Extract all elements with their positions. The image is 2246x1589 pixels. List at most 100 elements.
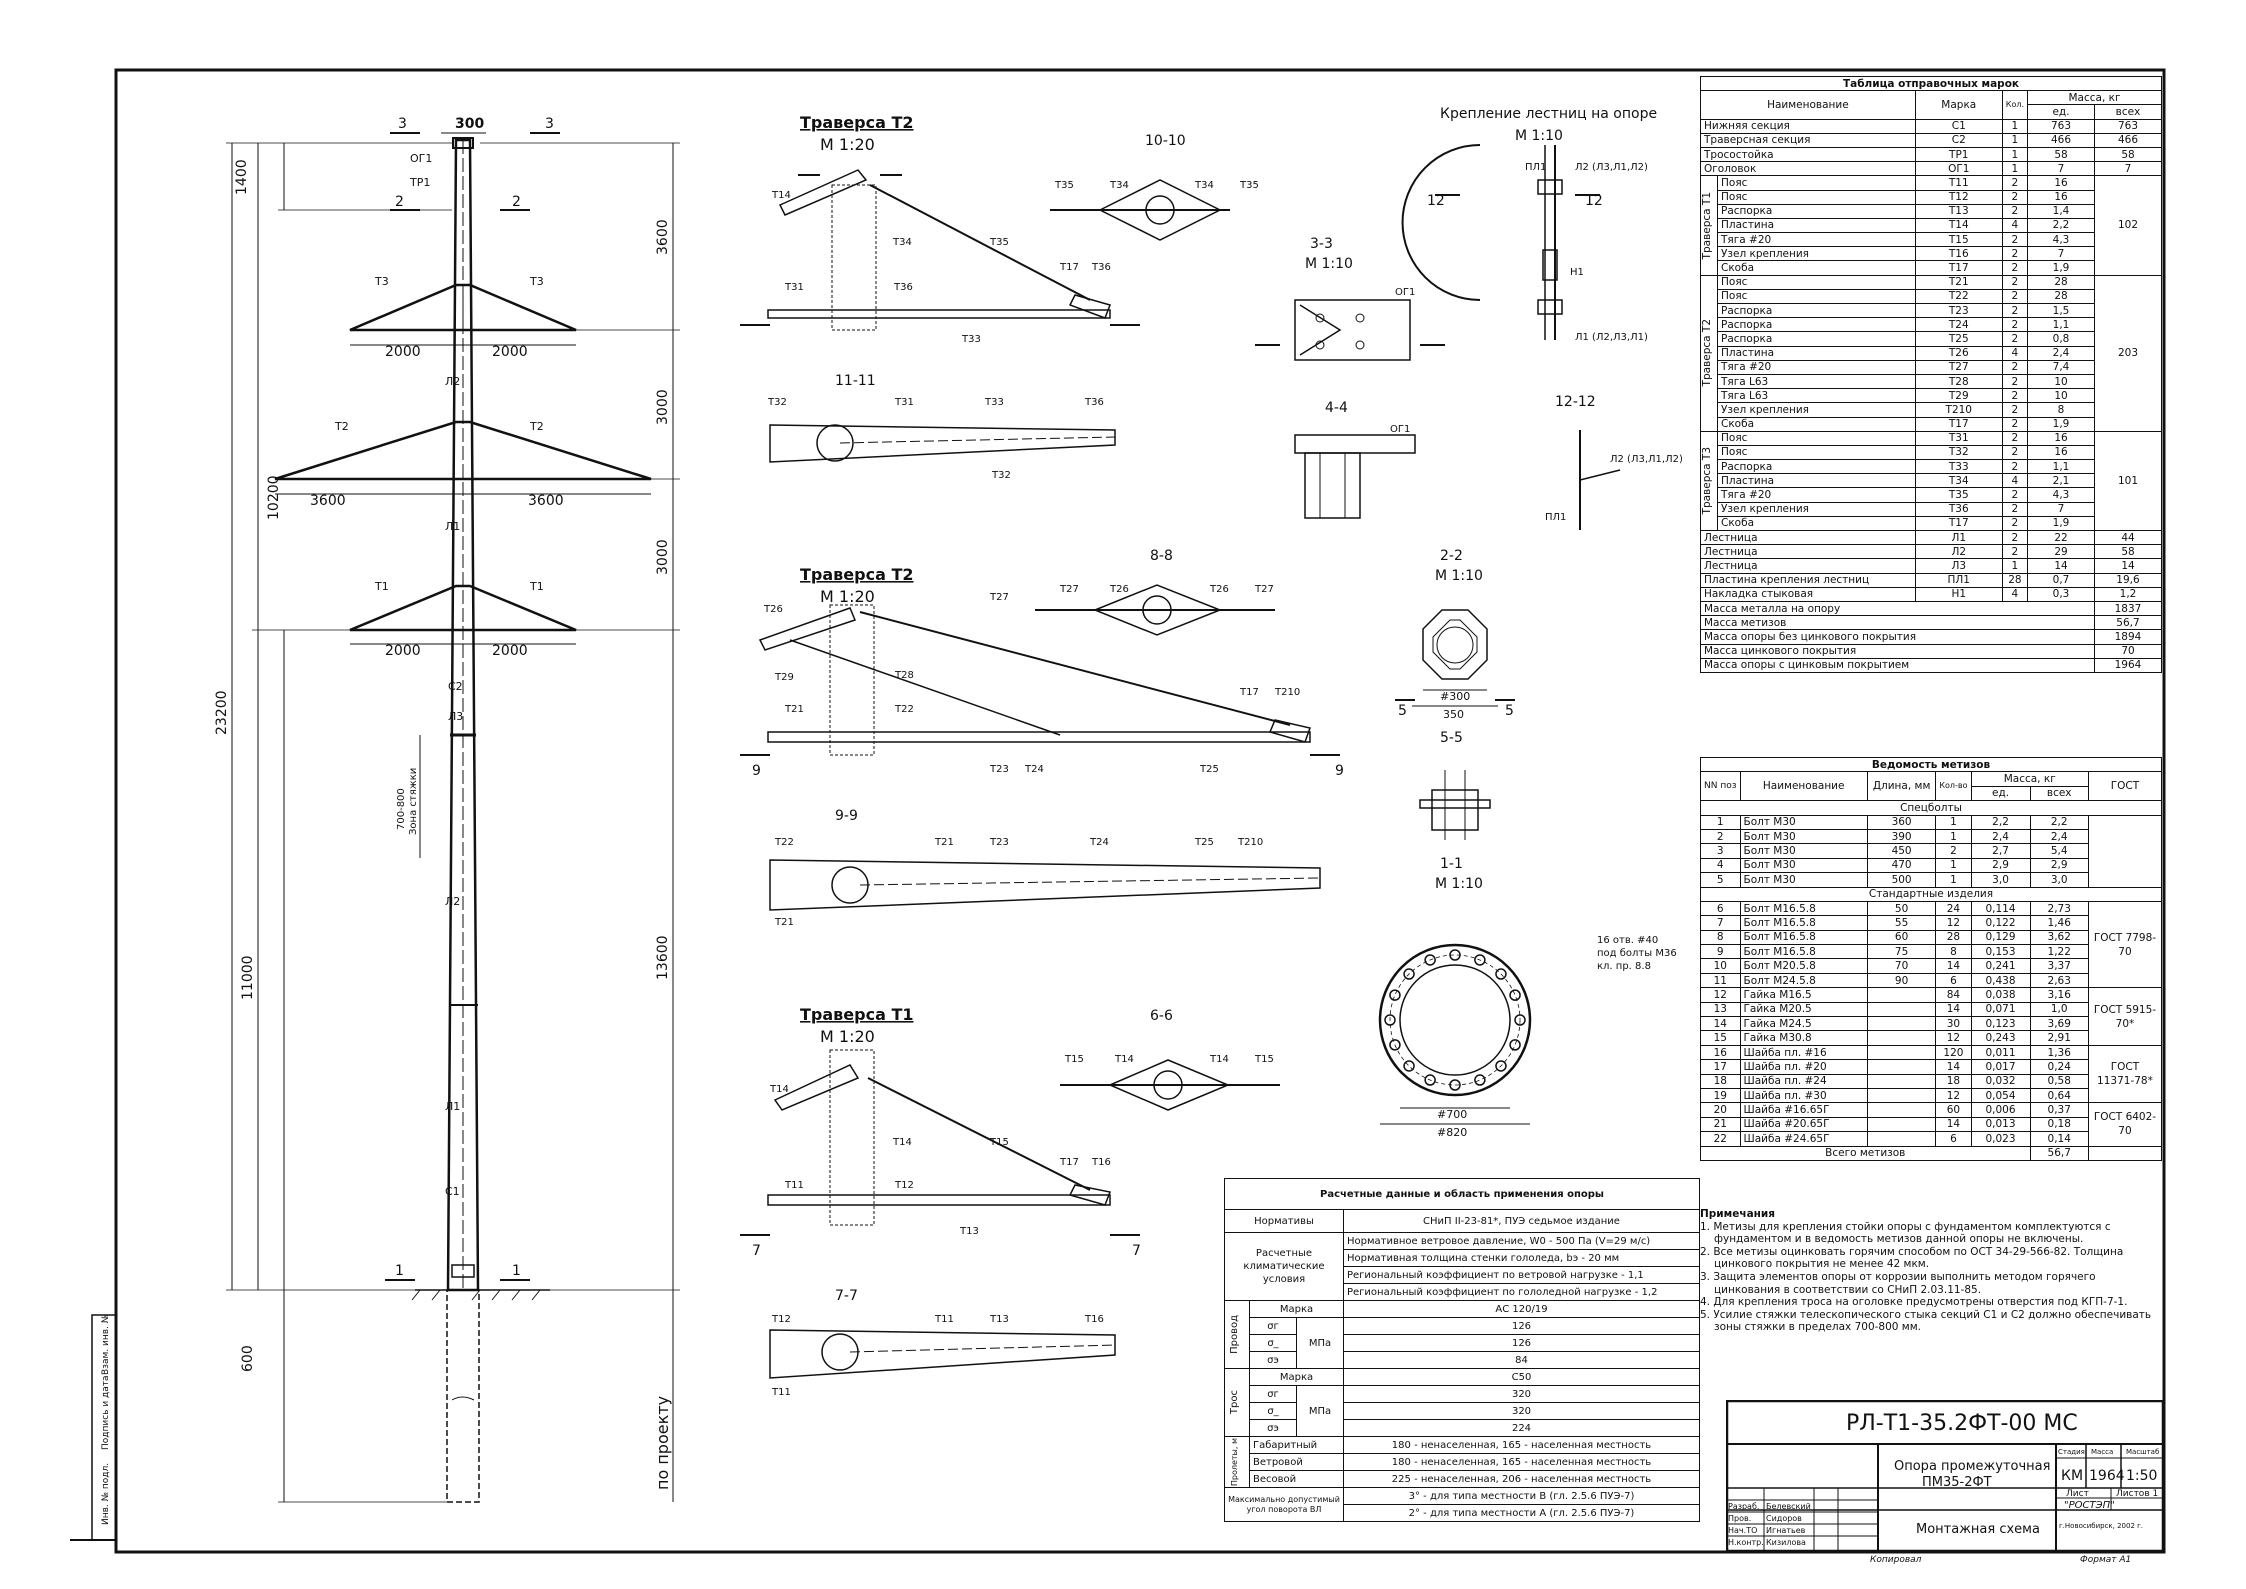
marks-table: Таблица отправочных марок Наименование М… [1700, 75, 2162, 673]
bolts-cell-len: 450 [1866, 843, 1937, 859]
bolts-cell-len: 360 [1866, 814, 1937, 830]
sec7-t13: Т13 [989, 1314, 1009, 1325]
part-t36-a: Т36 [893, 282, 913, 293]
marks-h-all: всех [2094, 104, 2162, 120]
bolts-cell-all: 0,24 [2029, 1059, 2089, 1075]
section-12-12: 12-12 Л2 (Л3,Л1,Л2) ПЛ1 [1545, 394, 1683, 530]
t2-t17: Т17 [1239, 687, 1259, 698]
marks-cell-mark: Т33 [1914, 459, 2003, 475]
bolts-cell-all: 2,9 [2029, 857, 2089, 874]
bolts-cell-all: 3,16 [2029, 987, 2089, 1003]
bolts-cell-unit: 0,011 [1970, 1044, 2031, 1061]
signer-4: Н.контр. [1728, 1538, 1764, 1547]
traversa-t2-view: 9 9 Т26 Т27 Т29 Т28 Т21 Т22 Т23 Т24 Т25 … [740, 592, 1344, 779]
ladder-attachment: Крепление лестниц на опоре М 1:10 ПЛ1 Л2… [1401, 106, 1657, 343]
section-4-4: 4-4 ОГ1 [1294, 400, 1416, 519]
bolt-hole [1495, 1060, 1507, 1072]
marks-cell-unit: 1,9 [2027, 260, 2095, 276]
ladder-l2: Л2 (Л3,Л1,Л2) [1575, 162, 1648, 173]
bolts-cell-len [1866, 1001, 1937, 1018]
lbl-l1b: Л1 [445, 1100, 460, 1113]
marks-cell-name: Нижняя секция [1700, 118, 1916, 134]
bolts-cell-all: 0,64 [2029, 1087, 2089, 1104]
sec8-t26-r: Т26 [1209, 584, 1229, 595]
col-scale: Масштаб [2126, 1448, 2159, 1456]
marks-cell-mark: Т14 [1914, 217, 2003, 234]
bolts-cell-qty: 24 [1935, 900, 1972, 917]
marks-cell-mark: Л3 [1914, 558, 2003, 574]
marks-cell-qty: 2 [2001, 544, 2029, 560]
bolts-cell-qty: 18 [1935, 1073, 1972, 1089]
section-2-2: 2-2 М 1:10 #300 350 5 5 [1395, 548, 1515, 721]
bolts-h-name: Наименование [1739, 771, 1868, 802]
marks-cell-name: Пластина [1717, 345, 1916, 361]
bolts-cell-unit: 0,243 [1970, 1030, 2031, 1046]
t1-t14b: Т14 [892, 1137, 912, 1148]
marks-cell-qty: 1 [2001, 132, 2029, 148]
marks-cell-all: 466 [2094, 132, 2162, 148]
bolt-hole [1495, 968, 1507, 980]
marks-cell-qty: 2 [2001, 260, 2029, 276]
marks-cell-qty: 2 [2001, 175, 2029, 191]
bolts-cell-unit: 2,2 [1970, 814, 2031, 830]
marks-cell-qty: 2 [2001, 359, 2029, 375]
marks-cell-mark: Т17 [1914, 260, 2003, 276]
marks-cell-unit: 1,4 [2027, 203, 2095, 219]
sec9-t24: Т24 [1089, 837, 1109, 848]
bolts-cell-qty: 14 [1935, 1116, 1972, 1133]
calc-span-k2: Весовой [1249, 1470, 1344, 1488]
calc-rope-mark-l: Марка [1249, 1368, 1344, 1386]
bolts-cell-all: 1,22 [2029, 944, 2089, 960]
sec11-t32b: Т32 [991, 470, 1011, 481]
t2-t28: Т28 [894, 670, 914, 681]
marks-cell-unit: 7,4 [2027, 359, 2095, 375]
marks-cell-mark: Т29 [1914, 388, 2003, 404]
sec8-t26-l: Т26 [1109, 584, 1129, 595]
company-name: "РОСТЭП" [2064, 1500, 2115, 1511]
bolts-cell-pos: 7 [1700, 915, 1741, 931]
marks-cell-mark: Л2 [1914, 544, 2003, 560]
t1-t13: Т13 [959, 1226, 979, 1237]
bolts-cell-qty: 12 [1935, 915, 1972, 931]
side-label-3: Взам. инв. № [101, 1314, 111, 1375]
bolts-cell-len [1866, 1030, 1937, 1046]
notes-block: Примечания 1. Метизы для крепления стойк… [1700, 1208, 2162, 1334]
marks-cell-mark: Т210 [1914, 402, 2003, 418]
bolts-cell-len [1866, 1131, 1937, 1147]
sec6-t14-l: Т14 [1114, 1054, 1134, 1065]
ladder-pl1: ПЛ1 [1525, 162, 1546, 173]
marks-cell-unit: 4,3 [2027, 232, 2095, 248]
marks-cell-name: Скоба [1717, 260, 1916, 276]
marks-cell-name: Пояс [1717, 189, 1916, 205]
marks-cell-unit: 2,2 [2027, 217, 2095, 234]
bottom-format: Формат A1 [2080, 1555, 2132, 1565]
trav-t2a-scale: М 1:20 [820, 135, 875, 154]
bolts-cell-unit: 0,032 [1970, 1073, 2031, 1089]
sec7-t12: Т12 [771, 1314, 791, 1325]
marks-cell-mark: Т24 [1914, 317, 2003, 333]
marks-group-label-text: Траверса Т2 [1701, 319, 1714, 387]
signer-1: Разраб. [1728, 1502, 1759, 1511]
notes-title: Примечания [1700, 1208, 1776, 1220]
side-label-2: Подпись и дата [101, 1375, 111, 1450]
marks-total-name: Масса метизов [1700, 615, 2095, 631]
marks-cell-mark: Т25 [1914, 331, 2003, 347]
bolts-cell-name: Болт М24.5.8 [1739, 972, 1868, 989]
sec-5-title: 5-5 [1440, 730, 1463, 746]
lbl-c1: С1 [445, 1185, 460, 1198]
marks-cell-name: Тросостойка [1700, 146, 1916, 163]
bolts-sub-special: Спецболты [1700, 800, 2162, 816]
marks-cell-name: Узел крепления [1717, 402, 1916, 418]
marks-total-name: Масса металла на опору [1700, 600, 2095, 617]
marks-cell-mark: Т21 [1914, 274, 2003, 290]
name-2: Сидоров [1766, 1514, 1802, 1523]
bolts-cell-name: Гайка М16.5 [1739, 987, 1868, 1003]
calc-rope-sig3: σэ [1249, 1419, 1297, 1437]
